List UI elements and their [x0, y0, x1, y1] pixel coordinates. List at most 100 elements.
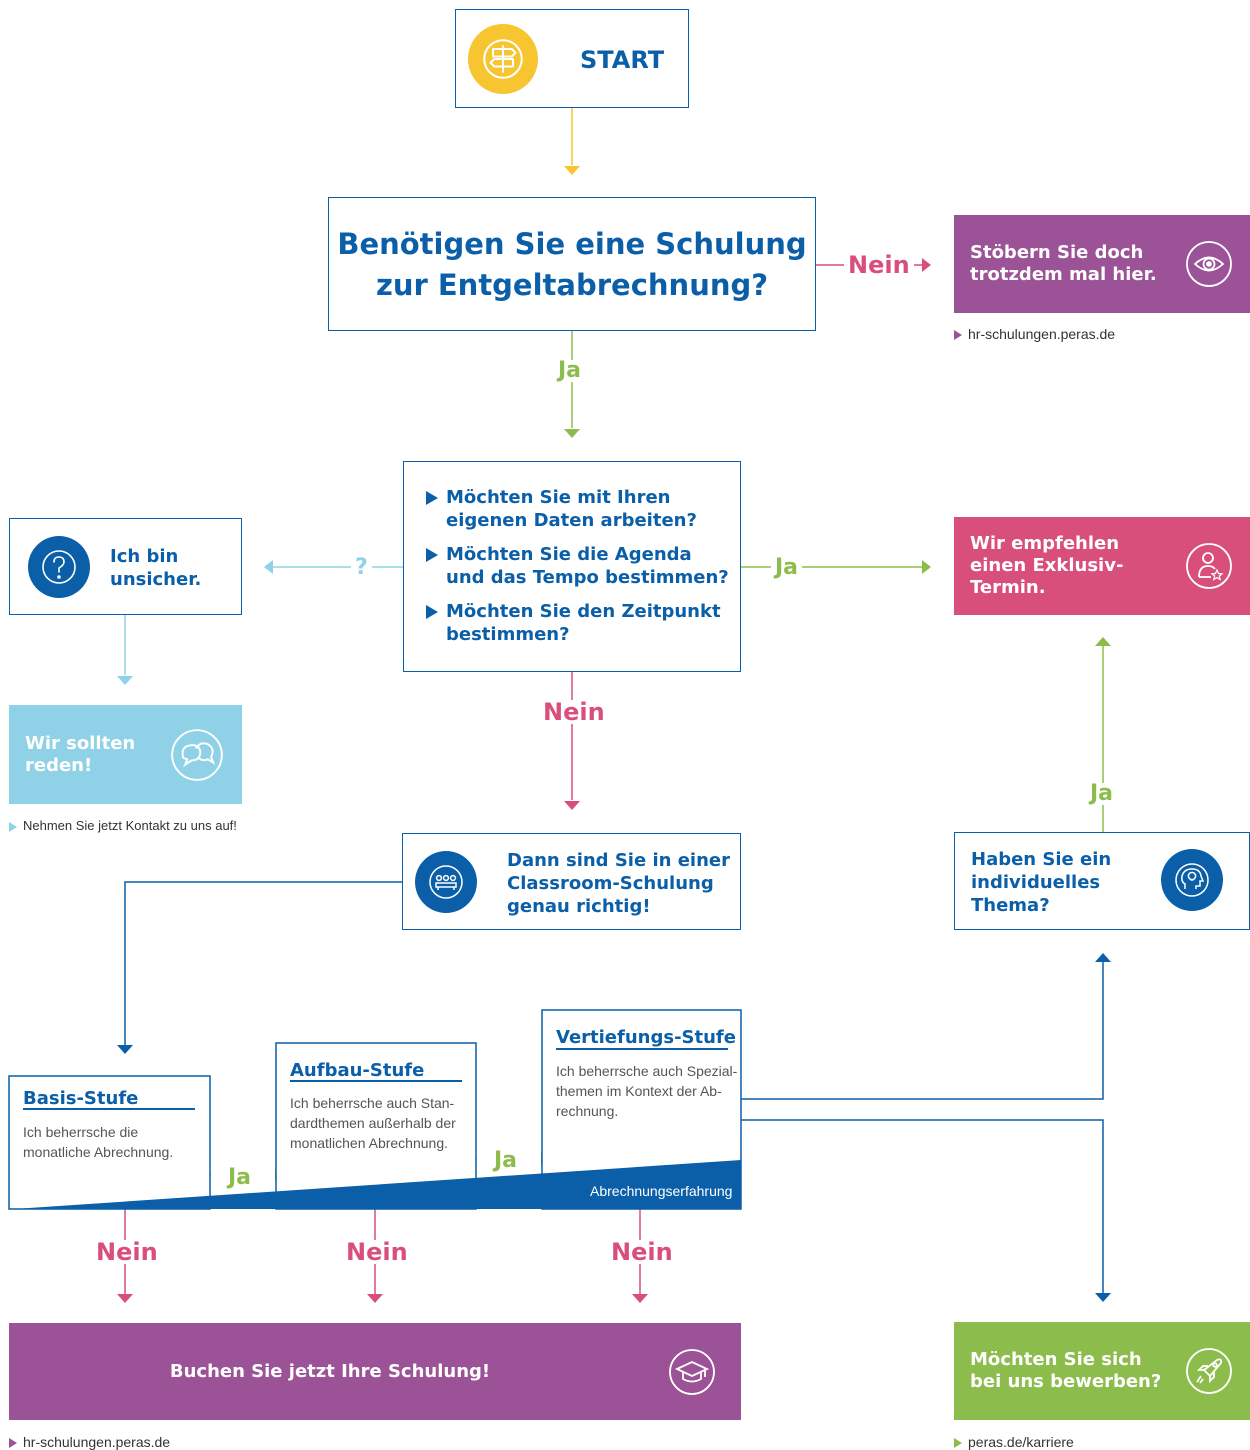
stage-vertiefung-desc2: themen im Kontext der Ab- [556, 1083, 722, 1099]
topic-line1: Haben Sie ein [971, 849, 1112, 870]
stage-aufbau: Aufbau-Stufe Ich beherrsche auch Stan- d… [276, 1043, 476, 1209]
q2-ja-label: Ja [771, 557, 803, 579]
speech-bubbles-icon [171, 728, 223, 781]
apply-line2: bei uns bewerben? [970, 1371, 1162, 1392]
exclusive-line2: einen Exklusiv- [970, 555, 1124, 576]
browse-line1: Stöbern Sie doch [970, 242, 1144, 263]
classroom-line3: genau richtig! [507, 896, 651, 917]
talk-link[interactable]: Nehmen Sie jetzt Kontakt zu uns auf! [9, 818, 237, 833]
stage-vertiefung-desc1: Ich beherrsche auch Spezial- [556, 1063, 738, 1079]
book-link[interactable]: hr-schulungen.peras.de [9, 1434, 170, 1450]
topic-line3: Thema? [971, 895, 1050, 916]
browse-link[interactable]: hr-schulungen.peras.de [954, 326, 1115, 342]
apply-line1: Möchten Sie sich [970, 1349, 1142, 1370]
graduation-cap-icon [669, 1348, 715, 1395]
triangle-icon [426, 548, 438, 562]
eye-icon [1186, 241, 1232, 287]
arrowhead [117, 1045, 133, 1054]
arrowhead [1095, 953, 1111, 962]
topic-line2: individuelles [971, 872, 1101, 893]
stage-basis-underline [23, 1108, 195, 1110]
unsure-line1: Ich bin [110, 546, 179, 567]
q2-item2-line2: und das Tempo bestimmen? [446, 567, 729, 588]
stage-basis: Basis-Stufe Ich beherrsche die monatlich… [9, 1076, 210, 1209]
arrowhead [922, 258, 931, 272]
signpost-icon [468, 24, 538, 94]
q1-line2: zur Entgeltabrechnung? [375, 268, 769, 302]
experience-label: Abrechnungserfahrung [590, 1183, 733, 1199]
q2-item2-line1: Möchten Sie die Agenda [446, 544, 692, 565]
question-payroll-training: Benötigen Sie eine Schulung zur Entgelta… [328, 197, 816, 331]
q2-item3-line1: Möchten Sie den Zeitpunkt [446, 601, 721, 622]
browse-tile[interactable]: Stöbern Sie doch trotzdem mal hier. [954, 215, 1250, 313]
browse-link-text: hr-schulungen.peras.de [968, 326, 1116, 342]
q1-ja-label: Ja [554, 360, 586, 382]
aufbau-ja-label: Ja [494, 1148, 518, 1173]
stage-aufbau-desc2: dardthemen außerhalb der [290, 1115, 456, 1131]
q1-line1: Benötigen Sie eine Schulung [337, 227, 807, 261]
stage-vertiefung-desc3: rechnung. [556, 1103, 619, 1119]
q2-item1-line2: eigenen Daten arbeiten? [446, 510, 697, 531]
stage-vertiefung-underline [556, 1048, 728, 1050]
stage-aufbau-underline [290, 1080, 462, 1082]
classroom-to-basis-line [124, 881, 402, 1045]
basis-ja-label: Ja [228, 1165, 252, 1190]
triangle-icon [954, 1438, 962, 1449]
book-training-tile[interactable]: Buchen Sie jetzt Ihre Schulung! [9, 1323, 741, 1420]
q2-nein-label: Nein [539, 700, 609, 724]
apply-link[interactable]: peras.de/karriere [954, 1434, 1074, 1450]
triangle-icon [9, 1438, 17, 1449]
vertiefung-to-topic-line [741, 960, 1104, 1100]
start-node: START [455, 9, 689, 108]
arrowhead [264, 560, 273, 574]
stage-basis-title: Basis-Stufe [23, 1088, 139, 1109]
arrowhead [632, 1294, 648, 1303]
vertiefung-to-apply-line [741, 1119, 1104, 1293]
question-icon [28, 536, 90, 598]
vertiefung-nein-label: Nein [607, 1240, 677, 1264]
arrowhead [564, 801, 580, 810]
browse-line2: trotzdem mal hier. [970, 264, 1157, 285]
basis-nein-label: Nein [92, 1240, 162, 1264]
stage-aufbau-desc3: monatlichen Abrechnung. [290, 1135, 448, 1151]
apply-link-text: peras.de/karriere [968, 1434, 1074, 1450]
unsure-node: Ich bin unsicher. [9, 518, 242, 615]
apply-tile[interactable]: Möchten Sie sich bei uns bewerben? [954, 1322, 1250, 1420]
classroom-node: Dann sind Sie in einer Classroom-Schulun… [402, 833, 741, 930]
arrowhead [564, 166, 580, 175]
arrowhead [564, 429, 580, 438]
stage-aufbau-title: Aufbau-Stufe [290, 1060, 425, 1081]
unsure-line2: unsicher. [110, 569, 202, 590]
topic-node: Haben Sie ein individuelles Thema? [954, 832, 1250, 930]
stage-basis-desc2: monatliche Abrechnung. [23, 1144, 174, 1160]
q2-unsure-label: ? [351, 557, 372, 579]
arrowhead [1095, 1293, 1111, 1302]
talk-tile[interactable]: Wir sollten reden! [9, 705, 242, 804]
arrowhead [922, 560, 931, 574]
triangle-icon [954, 330, 962, 341]
triangle-icon [9, 821, 17, 832]
arrowhead [117, 1294, 133, 1303]
talk-line1: Wir sollten [25, 732, 136, 754]
aufbau-nein-label: Nein [342, 1240, 412, 1264]
classroom-line1: Dann sind Sie in einer [507, 850, 730, 871]
stage-aufbau-desc1: Ich beherrsche auch Stan- [290, 1095, 455, 1111]
person-star-icon [1186, 543, 1232, 589]
start-label: START [580, 46, 665, 74]
book-link-text: hr-schulungen.peras.de [23, 1434, 171, 1450]
triangle-icon [426, 491, 438, 505]
exclusive-tile: Wir empfehlen einen Exklusiv- Termin. [954, 517, 1250, 615]
stage-basis-desc1: Ich beherrsche die [23, 1124, 139, 1140]
talk-line2: reden! [25, 754, 93, 776]
rocket-icon [1186, 1348, 1232, 1394]
q2-item1-line1: Möchten Sie mit Ihren [446, 487, 671, 508]
classroom-icon [415, 851, 477, 913]
classroom-line2: Classroom-Schulung [507, 873, 714, 894]
topic-ja-label: Ja [1086, 783, 1118, 805]
q2-item3-line2: bestimmen? [446, 624, 570, 645]
head-lightbulb-icon [1161, 849, 1223, 911]
